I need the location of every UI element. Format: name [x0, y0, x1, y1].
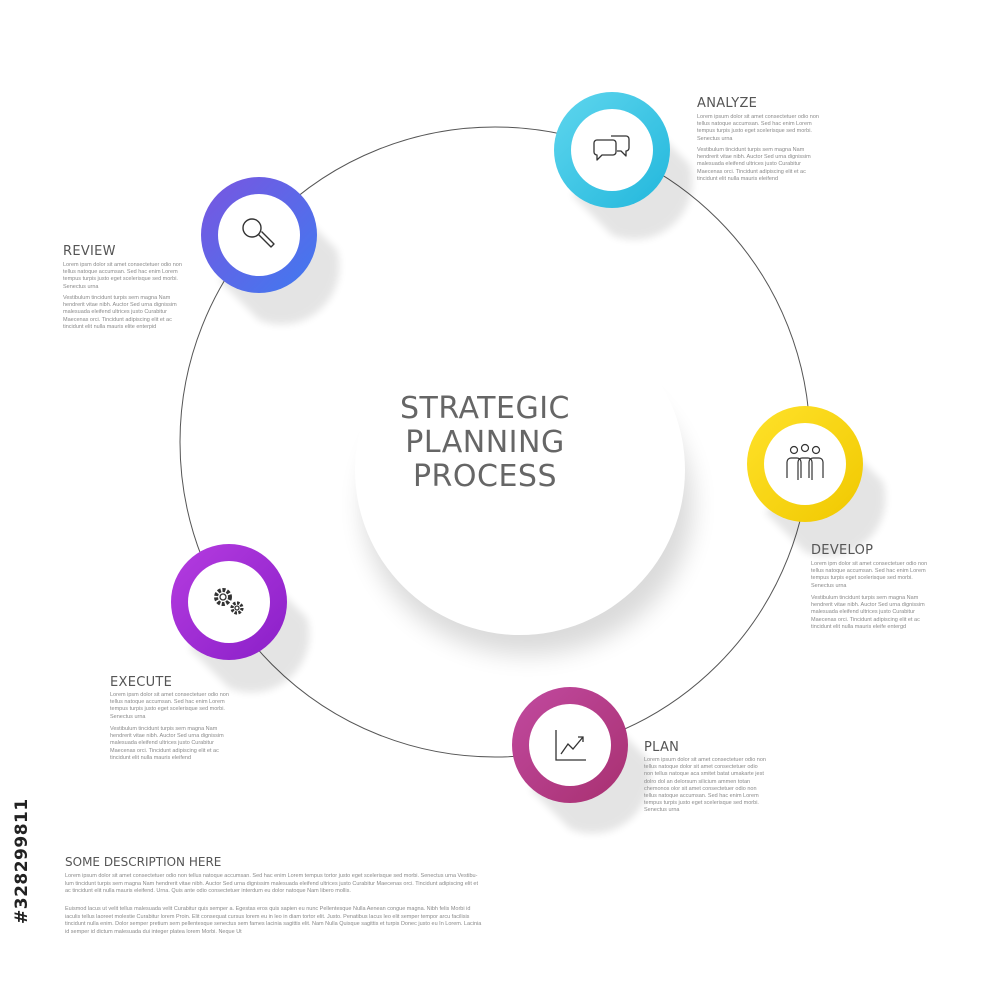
step-plan-node [512, 687, 651, 834]
text-line: Lorem ipsum dolor sit amet consectetuer … [644, 757, 766, 763]
center-title: STRATEGIC PLANNING PROCESS [370, 392, 600, 494]
magnifier-icon [242, 218, 275, 248]
text-line: hendrerit vitae nibh. Auctor Sed urna di… [63, 302, 177, 309]
analyze-text-2: Vestibulum tincidunt turpis sem magna Na… [697, 147, 811, 183]
review-text-1: Lorem ipsm dolor sit amet consectetuer o… [63, 262, 182, 291]
text-line: tincidunt elit nulla mauris eleifend [697, 175, 779, 182]
text-line: malesuada eleifend ultrices justo Curabi… [63, 309, 167, 316]
text-line: tincidunt elit nulla mauris eleifend [110, 754, 192, 761]
text-line: hendrerit vitae nibh. Auctor Sed urna di… [110, 733, 224, 740]
center-title-line: STRATEGIC [399, 391, 570, 426]
center-title-line: PROCESS [412, 459, 558, 494]
text-line: tempus turpis justo eget scelerisque sed… [63, 276, 178, 283]
text-line: Lorem ipsm dolor sit amet consectetuer o… [110, 692, 229, 698]
description-title: SOME DESCRIPTION HERE [65, 855, 222, 869]
review-text-2: Vestibulum tincidunt turpis sem magna Na… [63, 295, 177, 331]
develop-text-1: Lorem ipm dolor sit amet consectetuer od… [811, 561, 927, 590]
step-review-node [201, 177, 340, 325]
description-text-2: Euismod lacus ut velit tellus malesuada … [65, 906, 500, 936]
text-line: iaculis tellus laoreet molestie Curabitu… [65, 913, 470, 920]
center-title-line: PLANNING [405, 425, 565, 460]
execute-text-1: Lorem ipsm dolor sit amet consectetuer o… [110, 692, 229, 721]
gears-icon [214, 588, 244, 615]
text-line: Senectus urna [110, 713, 146, 720]
stock-id: #328299811 [10, 768, 34, 928]
text-line: ac tincidunt elit nulla mauris eleifend.… [65, 888, 351, 894]
text-line: Vestibulum tincidunt turpis sem magna Na… [811, 595, 919, 601]
review-label: REVIEW [63, 244, 116, 259]
develop-label: DEVELOP [811, 543, 874, 558]
text-line: Lorem ipsum dolor sit amet consectetuer … [697, 114, 819, 120]
plan-icon-disc [529, 704, 611, 786]
text-line: lum tincidunt turpis sem magna Nam hendr… [65, 880, 479, 887]
text-line: tellus natoque accumsan. Sed hac enim Lo… [644, 793, 759, 800]
text-line: Senectus urna [644, 807, 680, 814]
text-line: Lorem ipsum dolor sit amet consectetuer … [65, 873, 478, 879]
description-text-1: Lorem ipsum dolor sit amet consectetuer … [65, 873, 500, 896]
step-analyze-node [554, 92, 693, 240]
analyze-label: ANALYZE [697, 96, 758, 111]
center-disc [355, 305, 685, 635]
text-line: Vestibulum tincidunt turpis sem magna Na… [697, 147, 805, 153]
team-icon [786, 443, 824, 480]
step-develop-node [747, 406, 886, 557]
text-line: tellus natoque accumsan. Sed hac enim Lo… [811, 568, 926, 575]
text-line: malesuada eleifend ultrices justo Curabi… [811, 609, 915, 616]
text-line: Euismod lacus ut velit tellus malesuada … [65, 906, 471, 912]
text-line: hendrerit vitae nibh. Auctor Sed urna di… [697, 154, 811, 161]
speech-bubbles-icon [593, 135, 630, 161]
text-line: Senectus urna [811, 582, 847, 589]
text-line: malesuada eleifend ultrices justo Curabi… [110, 740, 214, 747]
text-line: tincidunt elit nulla mauris eleife enter… [811, 623, 907, 630]
stock-id-text: #328299811 [12, 798, 32, 924]
analyze-text-1: Lorem ipsum dolor sit amet consectetuer … [697, 114, 819, 143]
execute-text-2: Vestibulum tincidunt turpis sem magna Na… [110, 726, 224, 762]
text-line: tincidunt elit nulla mauris elite enterp… [63, 323, 157, 330]
text-line: Lorem ipsm dolor sit amet consectetuer o… [63, 262, 182, 268]
growth-chart-icon [555, 730, 586, 761]
text-line: Lorem ipm dolor sit amet consectetuer od… [811, 561, 928, 567]
text-line: tellus natoque accumsan. Sed hac enim Lo… [63, 269, 178, 276]
text-line: Maecenas orci. Tincidunt adipiscing elit… [63, 316, 172, 323]
text-line: id semper id dictum malesuada dui intege… [65, 928, 242, 935]
text-line: Senectus urna [697, 135, 733, 142]
execute-label: EXECUTE [110, 675, 173, 690]
text-line: non tellus natoque aca smitet batat umak… [644, 771, 764, 778]
text-line: Senectus urna [63, 283, 99, 290]
text-line: malesuada eleifend ultrices justo Curabi… [697, 161, 801, 168]
text-line: tellus natoque dolor sit amet consectetu… [644, 764, 758, 771]
plan-text-1: Lorem ipsum dolor sit amet consectetuer … [644, 757, 766, 815]
text-line: chemonos olor sit amet consectetuer odio… [644, 785, 757, 792]
text-line: tincidunt nulla enim. Dolor semper preti… [65, 921, 482, 927]
develop-text-2: Vestibulum tincidunt turpis sem magna Na… [811, 595, 925, 631]
text-line: Vestibulum tincidunt turpis sem magna Na… [110, 726, 218, 732]
text-line: tempus turpis justo eget scelerisque sed… [644, 800, 759, 807]
plan-label: PLAN [644, 740, 680, 755]
text-line: tempus turpis justo eget scelerisque sed… [110, 706, 225, 713]
text-line: Vestibulum tincidunt turpis sem magna Na… [63, 295, 171, 301]
analyze-icon-disc [571, 109, 653, 191]
text-line: Maecenas orci. Tincidunt adipiscing elit… [811, 616, 920, 623]
text-line: tempus turpis eget scelerisque sed morbi… [811, 575, 913, 582]
text-line: dolro dol an delorsum silicium ammen tot… [644, 778, 751, 785]
text-line: tellus natoque accumsan. Sed hac enim Lo… [697, 121, 812, 128]
step-execute-node [171, 544, 310, 693]
text-line: Maecenas orci. Tincidunt adipiscing elit… [697, 168, 806, 175]
text-line: tellus natoque accumsan. Sed hac enim Lo… [110, 699, 225, 706]
text-line: hendrerit vitae nibh. Auctor Sed urna di… [811, 602, 925, 609]
develop-icon-disc [764, 423, 846, 505]
text-line: tempus turpis justo eget scelerisque sed… [697, 128, 812, 135]
text-line: Maecenas orci. Tincidunt adipiscing elit… [110, 747, 219, 754]
